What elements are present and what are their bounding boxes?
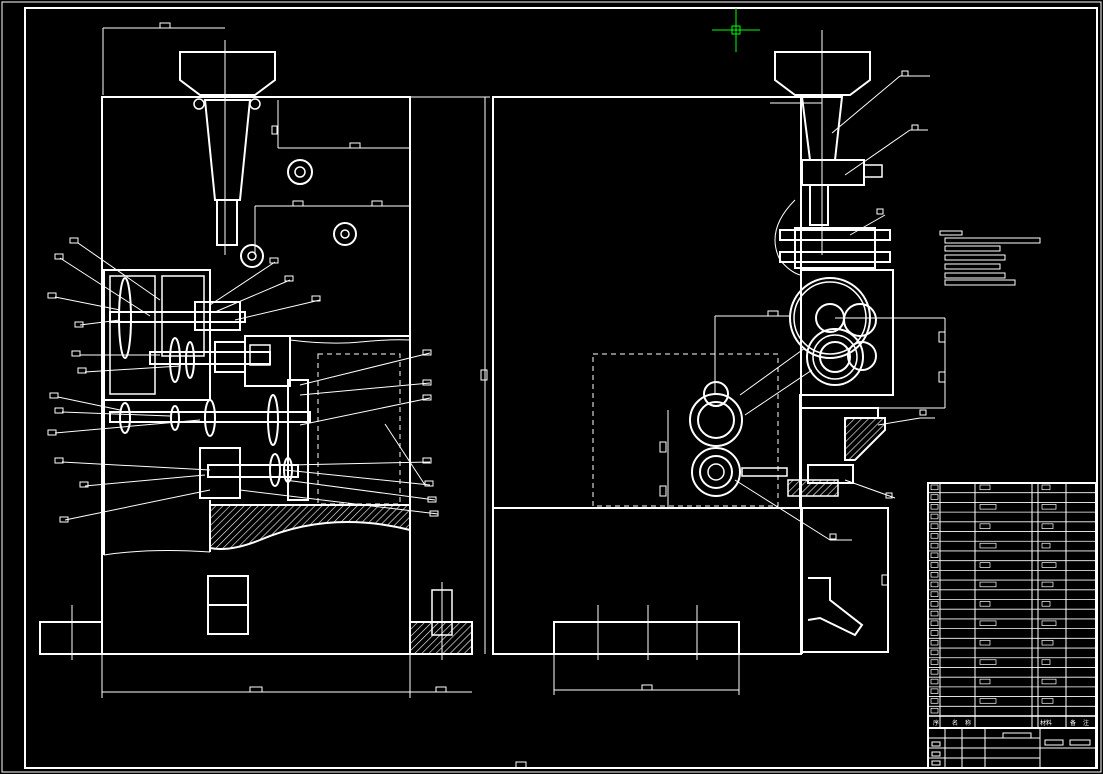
parts-list-cell-mark bbox=[1041, 504, 1057, 510]
parts-list-cell-mark bbox=[1041, 542, 1051, 549]
parts-list-cell-mark bbox=[930, 659, 939, 665]
parts-list-cell-mark bbox=[1041, 659, 1051, 665]
parts-list-cell-mark bbox=[930, 610, 939, 617]
parts-list-cell-mark bbox=[930, 562, 939, 568]
title-block-header: 序 名 称 材料 备 注 bbox=[933, 719, 1089, 727]
parts-list-cell-mark bbox=[930, 484, 939, 491]
parts-list-cell-mark bbox=[979, 659, 997, 665]
parts-list-cell-mark bbox=[930, 591, 939, 597]
parts-list-cell-mark bbox=[930, 494, 939, 500]
header-cell-name-2: 称 bbox=[965, 719, 971, 727]
hatched-section bbox=[209, 504, 411, 550]
parts-list-cell-mark bbox=[979, 698, 997, 704]
parts-list-cell-mark bbox=[930, 630, 939, 636]
header-cell-material: 材料 bbox=[1040, 719, 1052, 727]
parts-list-cell-mark bbox=[979, 678, 991, 685]
header-cell-name-1: 名 bbox=[952, 719, 958, 727]
parts-list-cell-mark bbox=[930, 572, 939, 578]
parts-list-cell-mark bbox=[1041, 484, 1051, 491]
header-cell-remark-2: 注 bbox=[1083, 719, 1089, 727]
parts-list-cell-mark bbox=[1041, 601, 1051, 607]
parts-list-cell-mark bbox=[930, 707, 939, 714]
parts-list-cell-mark bbox=[979, 601, 991, 607]
side-view bbox=[492, 8, 1041, 695]
parts-list-cell-mark bbox=[930, 581, 939, 588]
parts-list-cell-mark bbox=[930, 552, 939, 559]
parts-list-cell-mark bbox=[979, 562, 991, 568]
parts-list-cell-mark bbox=[1041, 698, 1054, 704]
parts-list-cell-mark bbox=[930, 698, 939, 704]
parts-list-table: 序 名 称 材料 备 注 bbox=[927, 482, 1097, 769]
parts-list-cell-mark bbox=[979, 504, 997, 510]
parts-list-cell-mark bbox=[930, 620, 939, 626]
parts-list-cell-mark bbox=[979, 620, 997, 626]
header-cell-index: 序 bbox=[933, 719, 939, 727]
parts-list-cell-mark bbox=[1041, 639, 1054, 646]
parts-list-cell-mark bbox=[930, 601, 939, 607]
parts-list-cell-mark bbox=[930, 688, 939, 694]
crosshair-cursor-icon bbox=[712, 8, 760, 52]
main-body bbox=[101, 96, 411, 655]
side-housing bbox=[492, 96, 802, 655]
inner-frame bbox=[24, 7, 1098, 769]
parts-list-cell-mark bbox=[979, 484, 991, 491]
parts-list-cell-mark bbox=[1041, 523, 1054, 529]
parts-list-cell-mark bbox=[979, 639, 991, 646]
technical-notes bbox=[939, 230, 1041, 286]
parts-list-cell-mark bbox=[930, 523, 939, 529]
parts-list-cell-mark bbox=[930, 639, 939, 646]
header-cell-remark-1: 备 bbox=[1070, 719, 1076, 727]
parts-list-cell-mark bbox=[930, 533, 939, 539]
parts-list-cell-mark bbox=[930, 504, 939, 510]
parts-list-cell-mark bbox=[1041, 562, 1057, 568]
leader-lines-left bbox=[54, 242, 439, 521]
parts-list-cell-mark bbox=[1041, 620, 1057, 626]
parts-list-cell-mark bbox=[930, 542, 939, 549]
parts-list-cell-mark bbox=[979, 542, 997, 549]
parts-list-cell-mark bbox=[930, 649, 939, 656]
parts-list-cell-mark bbox=[930, 669, 939, 675]
parts-list-cell-mark bbox=[930, 513, 939, 520]
parts-list-cell-mark bbox=[1041, 678, 1057, 685]
parts-list-cell-mark bbox=[1041, 581, 1054, 588]
parts-list-cell-mark bbox=[979, 523, 991, 529]
hopper bbox=[179, 51, 276, 96]
parts-list-cell-mark bbox=[930, 678, 939, 685]
front-view bbox=[39, 22, 490, 698]
parts-list-cell-mark bbox=[979, 581, 997, 588]
